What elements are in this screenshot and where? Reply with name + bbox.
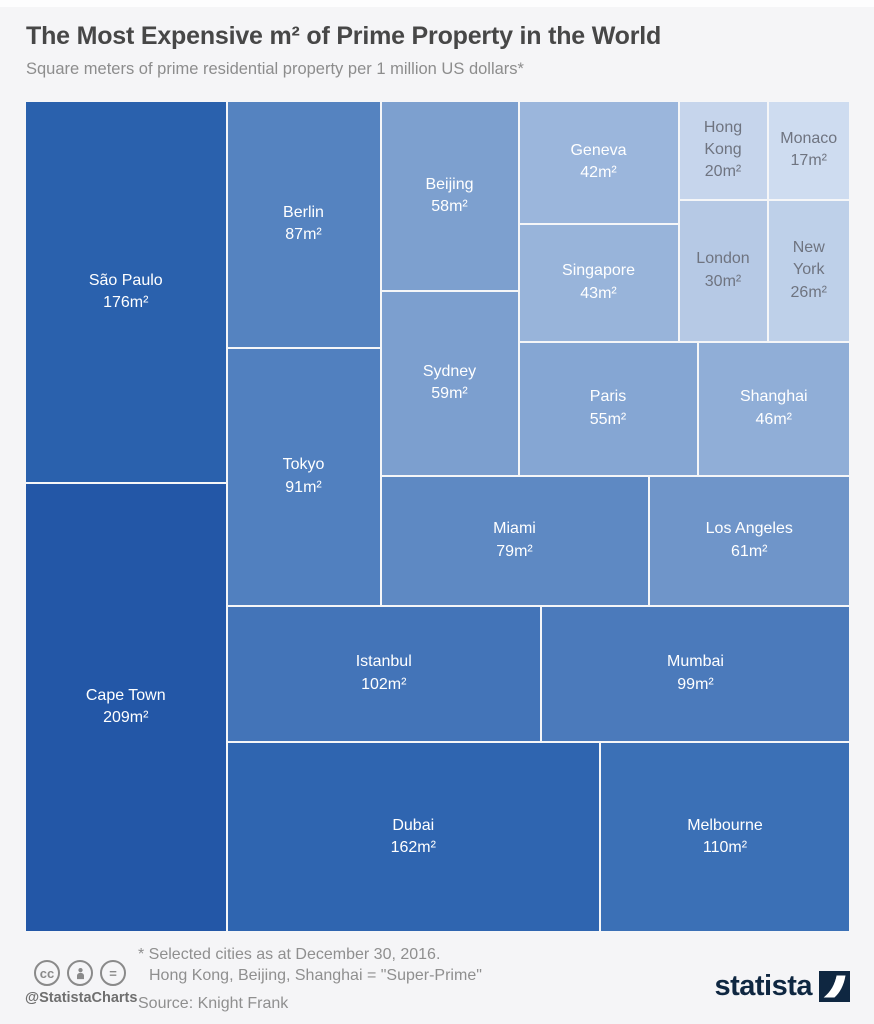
tile-label: Paris (589, 388, 627, 406)
tile-label: Monaco (780, 130, 838, 148)
tile-label: London (696, 250, 750, 268)
footnote-line-1: * Selected cities as at December 30, 201… (138, 946, 441, 963)
tile-label: Hong Kong (703, 119, 743, 159)
tile-label: Sydney (422, 362, 477, 380)
tile-value: 59m² (431, 385, 468, 402)
tile-label: Berlin (283, 204, 324, 222)
treemap-tile-new-york: New York 26m² (767, 199, 850, 342)
statista-wordmark: statista (714, 970, 812, 1002)
tile-value: 43m² (580, 284, 617, 302)
tile-value: 176m² (103, 293, 149, 311)
cc-icon: cc (34, 960, 60, 986)
tile-value: 58m² (431, 197, 468, 215)
treemap: Cape Town 209m² São Paulo 176m² Dubai 162m² Me… (25, 101, 850, 932)
treemap-tile-mumbai: Mumbai 99m² (541, 605, 850, 742)
tile-label: Singapore (562, 262, 635, 280)
top-strip (0, 0, 874, 7)
footer: cc = @StatistaCharts * Selected cities a… (0, 938, 874, 1024)
tile-value: 79m² (496, 542, 533, 560)
tile-label: Tokyo (282, 456, 325, 474)
tile-value: 110m² (702, 838, 748, 856)
attribution-icon (67, 960, 93, 986)
tile-value: 87m² (285, 226, 322, 244)
treemap-tile-singapore: Singapore 43m² (518, 223, 679, 342)
treemap-tile-sydney: Sydney 59m² (380, 290, 519, 476)
tile-label: New York (792, 239, 825, 279)
tile-value: 209m² (103, 709, 149, 727)
treemap-tile-istanbul: Istanbul 102m² (226, 605, 541, 742)
tile-label: Dubai (392, 816, 435, 834)
tile-label: Istanbul (355, 653, 412, 671)
footnote-line-2: Hong Kong, Beijing, Shanghai = "Super-Pr… (149, 967, 482, 985)
tile-value: 17m² (790, 152, 827, 170)
tile-label: Beijing (425, 175, 474, 193)
treemap-tile-miami: Miami 79m² (380, 475, 649, 606)
tile-label: Los Angeles (705, 520, 793, 538)
tile-label: Cape Town (85, 687, 166, 705)
treemap-tile-dubai: Dubai 162m² (226, 741, 600, 932)
treemap-tile-shanghai: Shanghai 46m² (697, 341, 850, 476)
tile-label: São Paulo (88, 271, 163, 289)
tile-label: Mumbai (667, 653, 724, 671)
tile-label: Miami (493, 520, 536, 538)
tile-value: 55m² (589, 410, 627, 428)
footnotes: * Selected cities as at December 30, 201… (138, 944, 482, 1014)
source-line: Source: Knight Frank (138, 995, 289, 1013)
treemap-tile-melbourne: Melbourne 110m² (600, 741, 850, 932)
treemap-tile-beijing: Beijing 58m² (380, 101, 519, 291)
treemap-tile-los-angeles: Los Angeles 61m² (648, 475, 850, 606)
tile-value: 162m² (390, 838, 436, 856)
treemap-tile-monaco: Monaco 17m² (767, 101, 850, 200)
tile-value: 20m² (704, 163, 742, 181)
tile-label: Shanghai (739, 388, 808, 406)
page-title: The Most Expensive m² of Prime Property … (26, 22, 662, 50)
treemap-tile-sao-paulo: São Paulo 176m² (25, 101, 227, 483)
treemap-tile-paris: Paris 55m² (518, 341, 698, 476)
treemap-tile-london: London 30m² (678, 199, 768, 342)
statista-logo: statista (714, 970, 850, 1003)
tile-value: 99m² (677, 675, 714, 693)
no-derivatives-icon: = (100, 960, 126, 986)
license-block: cc = @StatistaCharts (25, 960, 138, 1006)
tile-label: Melbourne (687, 816, 763, 834)
treemap-tile-hong-kong: Hong Kong 20m² (678, 101, 768, 200)
statista-logo-mark (819, 971, 850, 1002)
tile-value: 46m² (755, 410, 792, 428)
statista-charts-handle: @StatistaCharts (25, 990, 138, 1006)
tile-label: Geneva (570, 142, 627, 160)
tile-value: 42m² (580, 164, 617, 182)
cc-license-icons: cc = (25, 960, 135, 986)
treemap-tile-berlin: Berlin 87m² (226, 101, 381, 348)
chart-subtitle: Square meters of prime residential prope… (26, 60, 524, 78)
tile-value: 30m² (704, 272, 742, 290)
tile-value: 91m² (285, 478, 322, 496)
treemap-tile-geneva: Geneva 42m² (518, 101, 679, 224)
tile-value: 26m² (790, 283, 827, 301)
tile-value: 102m² (361, 675, 407, 693)
tile-value: 61m² (731, 542, 768, 560)
treemap-tile-tokyo: Tokyo 91m² (226, 347, 381, 606)
treemap-tile-cape-town: Cape Town 209m² (25, 482, 227, 932)
